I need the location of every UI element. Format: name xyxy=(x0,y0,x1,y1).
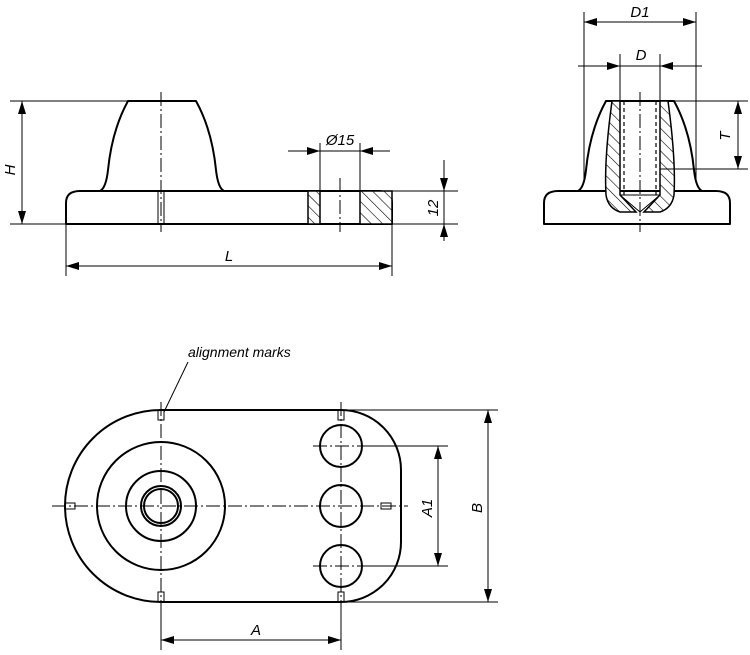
dimension-thickness-12: 12 xyxy=(392,160,458,241)
section-view-wall-right xyxy=(642,100,676,213)
dimension-thickness-12-label: 12 xyxy=(425,199,442,216)
dimension-h-label: H xyxy=(2,164,19,175)
dimension-d1: D1 xyxy=(583,4,697,180)
front-view-hole-section-right xyxy=(359,190,393,225)
section-view-base-plate xyxy=(543,190,731,225)
dimension-h: H xyxy=(2,100,128,225)
front-view-dome xyxy=(99,100,225,192)
alignment-marks-label: alignment marks xyxy=(188,344,291,360)
section-view xyxy=(543,92,731,232)
dimension-l: L xyxy=(65,224,393,276)
dimension-d1-label: D1 xyxy=(630,4,649,21)
dimension-t: T xyxy=(660,100,748,170)
dimension-a1: A1 xyxy=(362,445,448,567)
dimension-diameter-15-label: Ø15 xyxy=(325,132,355,149)
dimension-l-label: L xyxy=(225,248,233,265)
top-view xyxy=(52,402,408,612)
dimension-a: A xyxy=(160,602,342,650)
dimension-a-label: A xyxy=(250,622,261,639)
dimension-b-label: B xyxy=(469,503,486,513)
front-view xyxy=(65,92,393,232)
dimension-b: B xyxy=(341,409,498,603)
alignment-marks-note: alignment marks xyxy=(163,344,291,413)
dimension-a1-label: A1 xyxy=(419,499,436,518)
dimension-diameter-15: Ø15 xyxy=(288,132,390,191)
dimension-d: D xyxy=(578,47,702,101)
dimension-d-label: D xyxy=(636,47,647,64)
section-view-wall-left xyxy=(604,100,638,213)
front-view-hole-section-left xyxy=(307,190,321,225)
alignment-marks-leader xyxy=(163,361,189,413)
front-view-base-plate xyxy=(65,190,393,225)
dimension-t-label: T xyxy=(717,130,734,141)
